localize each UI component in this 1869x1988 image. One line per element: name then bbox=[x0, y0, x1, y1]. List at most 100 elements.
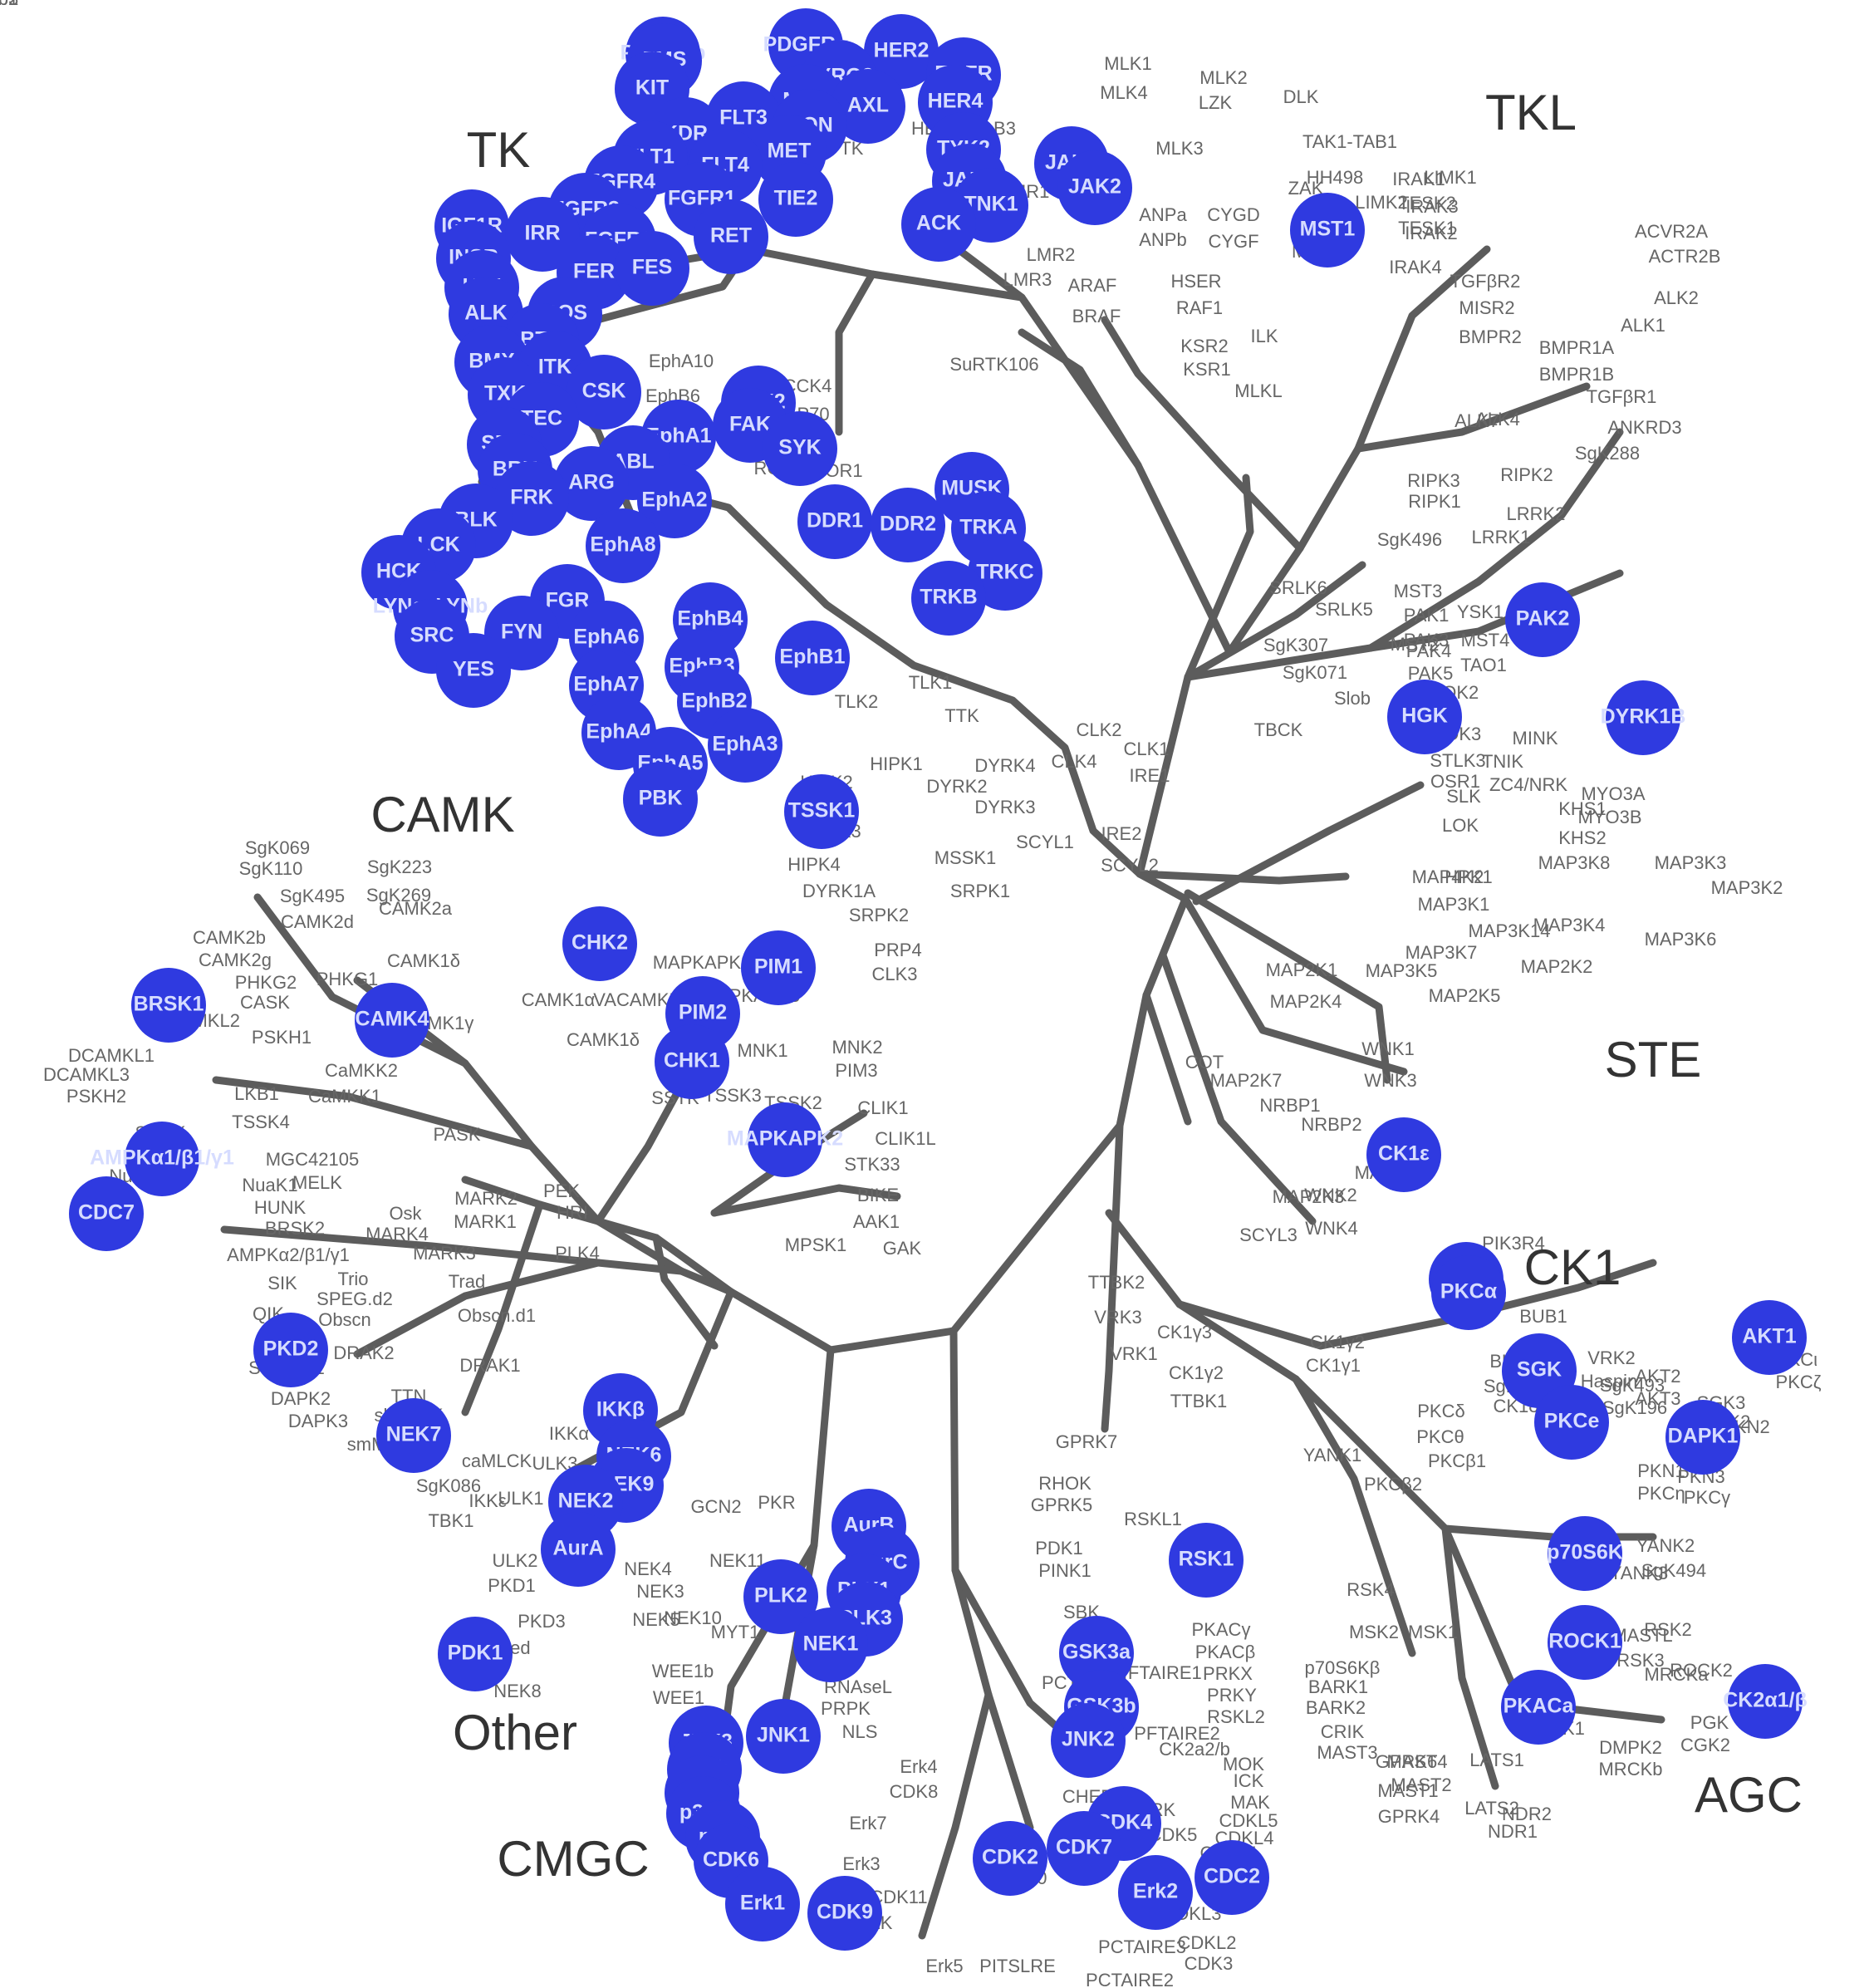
kinase-label: PKCη bbox=[1637, 1483, 1685, 1504]
kinase-node-circle bbox=[438, 1617, 513, 1691]
kinase-label: TNIK bbox=[1482, 751, 1523, 772]
kinase-node-circle bbox=[973, 1821, 1047, 1896]
kinase-label: MAP2K2 bbox=[1521, 956, 1593, 977]
highlighted-kinase-node: CSK bbox=[567, 355, 641, 430]
kinase-label: RSK4 bbox=[1347, 1579, 1394, 1600]
kinase-node-circle bbox=[1732, 1300, 1807, 1375]
kinase-label: SLK bbox=[1446, 786, 1481, 807]
kinase-node-label: RET bbox=[710, 224, 752, 248]
kinase-node-circle bbox=[436, 633, 511, 708]
kinase-node-circle bbox=[1534, 1385, 1609, 1460]
kinase-node-label: FRK bbox=[510, 486, 552, 509]
kinase-label: TESK1 bbox=[1398, 218, 1456, 238]
kinase-node-label: p70S6K bbox=[1547, 1541, 1623, 1564]
kinase-label: SRLK6 bbox=[1269, 577, 1327, 598]
kinase-node-label: DDR2 bbox=[880, 513, 936, 536]
kinase-label: GPRK4 bbox=[1378, 1806, 1440, 1827]
kinase-label: DAPK2 bbox=[271, 1388, 331, 1409]
kinase-node-label: CDK2 bbox=[982, 1846, 1038, 1869]
kinase-label: ZC4/NRK bbox=[1489, 774, 1567, 795]
kinase-label: NEK10 bbox=[664, 1608, 722, 1628]
kinase-node-circle bbox=[748, 1102, 822, 1177]
kinase-node-label: EphB4 bbox=[677, 607, 743, 631]
kinase-label: BMPR1A bbox=[1539, 337, 1615, 358]
highlighted-kinase-node: JNK2 bbox=[1051, 1703, 1126, 1778]
kinase-node-label: AXL bbox=[847, 94, 889, 117]
group-label-ste: STE bbox=[1605, 1032, 1702, 1087]
kinase-label: HIPK4 bbox=[787, 854, 841, 875]
kinase-node-label: AurA bbox=[552, 1537, 603, 1560]
group-label-ck1: CK1 bbox=[1524, 1239, 1621, 1295]
kinase-node-circle bbox=[355, 983, 429, 1058]
tree-branch bbox=[943, 237, 1234, 656]
kinase-label: VRK3 bbox=[1094, 1307, 1141, 1328]
kinase-label: EphA10 bbox=[649, 351, 714, 371]
kinase-label: MNK2 bbox=[831, 1037, 882, 1058]
kinase-label: CAMK1α bbox=[522, 989, 596, 1010]
highlighted-kinase-node: PIM1 bbox=[741, 930, 816, 1005]
kinase-node-circle bbox=[758, 162, 833, 237]
kinase-label: MLKL bbox=[1234, 380, 1282, 401]
kinase-node-circle bbox=[793, 1608, 868, 1682]
highlighted-kinase-node: CDK2 bbox=[973, 1821, 1047, 1896]
kinase-label: WNK3 bbox=[1364, 1070, 1417, 1091]
kinase-label: MAST4 bbox=[1386, 1751, 1447, 1772]
highlighted-kinase-node: PKCe bbox=[1534, 1385, 1609, 1460]
tree-branch bbox=[1136, 870, 1350, 885]
kinase-node-circle bbox=[637, 464, 712, 538]
kinase-label: CK1γ1 bbox=[1306, 1355, 1361, 1376]
kinase-label: SRPK2 bbox=[849, 905, 909, 925]
kinase-label: Trio bbox=[337, 1269, 368, 1289]
kinase-node-circle bbox=[901, 187, 976, 262]
kinase-label: PITSLRE bbox=[979, 1956, 1056, 1976]
kinase-node-circle bbox=[655, 1024, 729, 1099]
tree-branch bbox=[1136, 561, 1366, 878]
kinase-label: IKKε bbox=[468, 1490, 506, 1511]
kinase-label: MAP3K14 bbox=[1468, 920, 1550, 941]
kinase-label: RHOK bbox=[1038, 1473, 1091, 1494]
kinase-label: Slob bbox=[1334, 688, 1371, 709]
kinase-label: PKR bbox=[758, 1492, 795, 1513]
kinase-label: CYGD bbox=[1207, 204, 1260, 225]
kinase-label: PHKG2 bbox=[235, 972, 297, 993]
tree-branch bbox=[461, 1200, 544, 1416]
highlighted-kinase-node: Erk1 bbox=[725, 1867, 800, 1941]
kinase-node-label: CSK bbox=[582, 380, 626, 403]
tree-branch bbox=[835, 270, 876, 436]
kinase-node-circle bbox=[554, 446, 629, 521]
highlighted-kinase-node: IRR bbox=[505, 197, 580, 272]
tree-branch bbox=[710, 1184, 901, 1217]
kinase-node-label: FLT3 bbox=[719, 106, 768, 130]
kinase-node-circle bbox=[725, 1867, 800, 1941]
kinase-label: VRK1 bbox=[1110, 1343, 1157, 1364]
kinase-label: VACAMKL bbox=[593, 989, 679, 1010]
highlighted-kinase-node: PKD2 bbox=[253, 1313, 328, 1387]
kinase-label: ALK2 bbox=[1654, 287, 1699, 308]
kinase-label: Osk bbox=[389, 1203, 422, 1224]
kinase-label: MARK4 bbox=[365, 1224, 429, 1244]
kinase-node-circle bbox=[1501, 1670, 1576, 1745]
kinase-label: DCAMKL3 bbox=[43, 1064, 130, 1085]
kinase-label: MAP3K6 bbox=[1645, 929, 1717, 950]
kinase-label: ALK4 bbox=[1475, 409, 1520, 430]
kinase-label: SgK269 bbox=[366, 885, 431, 906]
kinase-node-label: IKKβ bbox=[596, 1398, 645, 1421]
kinase-node-label: TSSK1 bbox=[788, 799, 856, 822]
kinase-label: HPK1 bbox=[1445, 866, 1492, 887]
tree-branch bbox=[1292, 1375, 1416, 1657]
kinase-label: MAST1 bbox=[1377, 1780, 1438, 1801]
kinase-label: SgK493 bbox=[1600, 1375, 1665, 1396]
kinase-label: MOK bbox=[1223, 1754, 1264, 1774]
kinase-node-circle bbox=[1051, 1703, 1126, 1778]
kinase-label: MAP4K2 bbox=[1412, 866, 1484, 887]
kinase-node-label: PKCe bbox=[1544, 1410, 1600, 1433]
kinase-node-circle bbox=[1728, 1664, 1803, 1739]
kinase-node-label: SGK bbox=[1517, 1358, 1562, 1382]
highlighted-kinase-node: CDC7 bbox=[69, 1176, 144, 1251]
kinase-node-label: PKCα bbox=[1440, 1280, 1498, 1303]
kinase-label: CAMK2d bbox=[281, 911, 354, 932]
highlighted-kinase-node: PKACa bbox=[1501, 1670, 1576, 1745]
kinase-node-circle bbox=[1387, 680, 1462, 754]
kinase-node-circle bbox=[775, 621, 850, 695]
